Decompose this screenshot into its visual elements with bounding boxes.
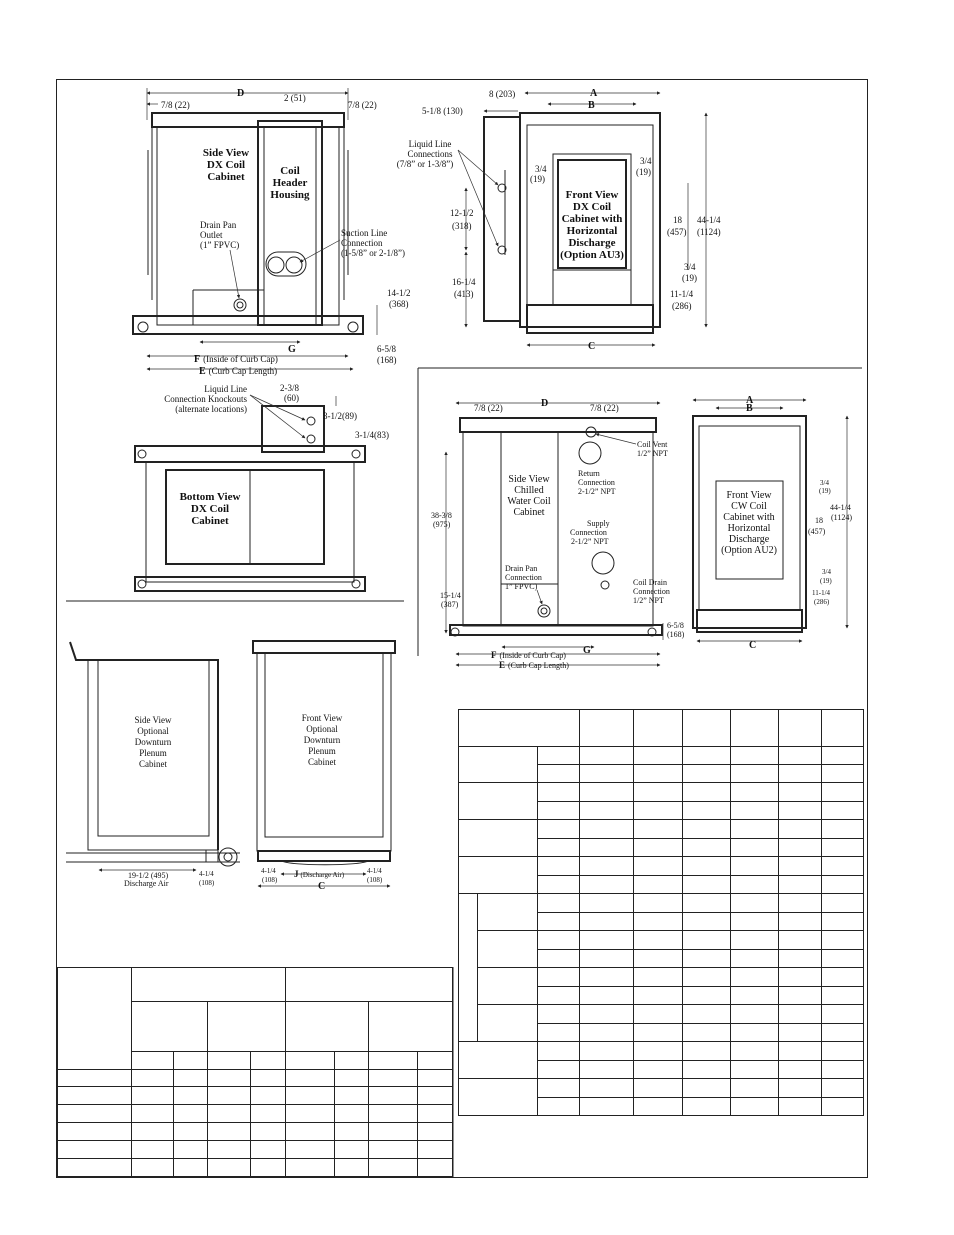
cw-dim-78a: 7/8 (22) xyxy=(474,403,503,413)
dim-34-b: 3/4(19) xyxy=(636,156,652,177)
table-cell xyxy=(57,967,132,1070)
cw-dim-B: B xyxy=(746,403,753,414)
dim-3-14: 3-1/4(83) xyxy=(355,430,389,440)
cw-dim-E: E(Curb Cap Length) xyxy=(499,660,569,670)
dim-34-a: 3/4(19) xyxy=(530,164,547,184)
cw-dim-A: A xyxy=(746,395,754,406)
dim-11-14: 11-1/4(286) xyxy=(670,289,694,311)
cw-dim-D: D xyxy=(541,398,548,409)
plenum-front-dim-4-14b: 4-1/4(108) xyxy=(367,867,383,884)
table-cell xyxy=(207,1001,286,1052)
table-cell xyxy=(130,1001,209,1052)
dim-78-22b: 7/8 (22) xyxy=(348,100,377,110)
dim-8-203: 8 (203) xyxy=(489,89,515,99)
dim-E: E(Curb Cap Length) xyxy=(199,366,277,377)
cw-dim-6-58: 6-5/8(168) xyxy=(667,621,685,639)
dimension-table-right xyxy=(457,709,865,1116)
table-cell xyxy=(284,967,454,1002)
dim-C: C xyxy=(588,341,595,352)
cw-dim-34b: 3/4(19) xyxy=(820,568,832,585)
cw-dim-78b: 7/8 (22) xyxy=(590,403,619,413)
dim-G: G xyxy=(288,344,296,355)
dim-A: A xyxy=(590,88,598,99)
plenum-dim-J: J(Discharge Air) xyxy=(294,869,345,879)
dimension-table-left xyxy=(57,967,454,1177)
table-cell xyxy=(130,967,286,1002)
dim-B: B xyxy=(588,100,595,111)
dim-44-14: 44-1/4(1124) xyxy=(697,215,721,237)
dim-18: 18(457) xyxy=(667,215,687,237)
plenum-discharge-label: Discharge Air xyxy=(124,879,169,888)
dim-2-51: 2 (51) xyxy=(284,93,306,103)
dim-78-22: 7/8 (22) xyxy=(161,100,190,110)
plenum-front-dim-4-14a: 4-1/4(108) xyxy=(261,867,278,884)
table-cell xyxy=(368,1001,453,1052)
dim-5-18: 5-1/8 (130) xyxy=(422,106,463,116)
cw-dim-F: F(Inside of Curb Cap) xyxy=(491,650,566,660)
plenum-dim-C: C xyxy=(318,881,325,892)
dim-3-12: 3-1/2(89) xyxy=(323,411,357,421)
plenum-dim-4-14: 4-1/4(108) xyxy=(199,870,215,887)
cw-dim-C: C xyxy=(749,640,756,651)
cw-dim-38-38: 38-3/8(975) xyxy=(431,511,452,529)
dim-F: F(Inside of Curb Cap) xyxy=(194,354,278,365)
cw-dim-44-14: 44-1/4(1124) xyxy=(830,503,852,522)
cw-dim-15-14: 15-1/4(387) xyxy=(440,591,461,609)
dim-6-58: 6-5/8(168) xyxy=(377,344,397,365)
dim-2-38: 2-3/8(60) xyxy=(280,383,299,403)
dim-16-14: 16-1/4(413) xyxy=(452,277,476,299)
table-cell xyxy=(284,1001,370,1052)
dim-D: D xyxy=(237,88,244,99)
dim-12-12: 12-1/2(318) xyxy=(450,208,474,231)
plenum-dim-19-12: 19-1/2 (495) xyxy=(128,871,169,880)
dim-14-12: 14-1/2(368) xyxy=(387,288,411,309)
cw-dim-11-14: 11-1/4(286) xyxy=(812,589,831,606)
drawing-frame xyxy=(56,79,868,1178)
dim-34-c: 3/4(19) xyxy=(682,262,697,283)
cw-dim-18: 18(457) xyxy=(808,516,826,536)
cw-dim-G: G xyxy=(583,645,591,656)
cw-dim-34a: 3/4(19) xyxy=(819,479,831,495)
